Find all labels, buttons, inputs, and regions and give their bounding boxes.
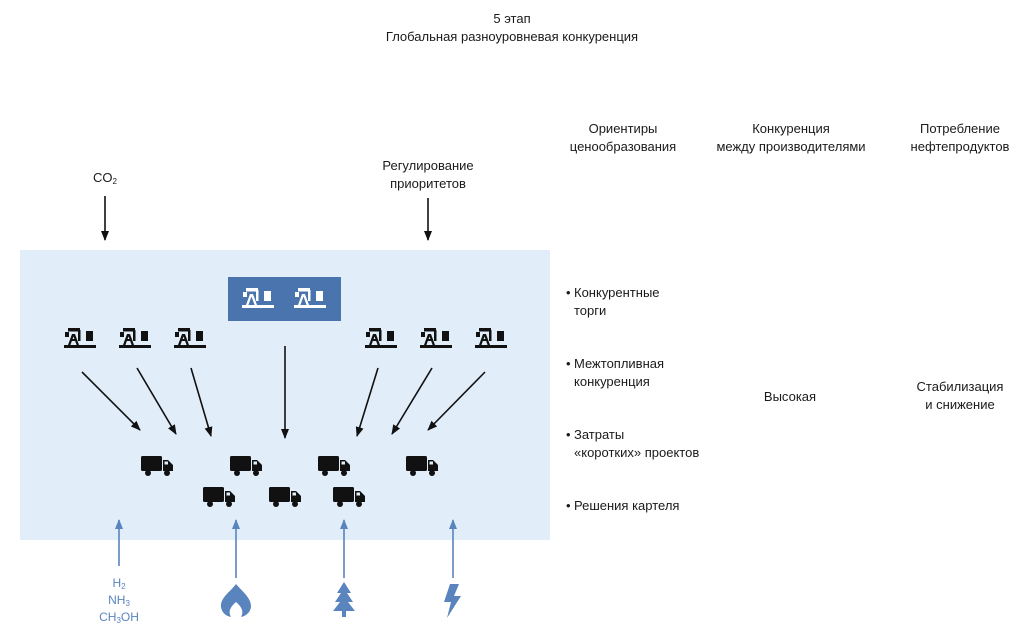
lightning-icon <box>444 584 461 618</box>
column-pricing-line2: ценообразования <box>569 139 677 154</box>
methanol-sub: 3 <box>116 616 121 625</box>
producer-pumps <box>64 328 507 348</box>
tree-icon <box>333 582 355 617</box>
truck-icon <box>141 456 173 476</box>
factor-cartel-decisions: Решения картеля <box>566 497 679 515</box>
oil-pump-icon <box>475 328 507 348</box>
column-competition-line1: Конкуренция <box>752 121 830 136</box>
co2-sub: 2 <box>112 177 117 186</box>
methanol-a: CH <box>99 610 117 624</box>
ammonia-main: NH <box>108 593 126 607</box>
methanol-label: CH3OH <box>84 609 154 626</box>
competition-value: Высокая <box>763 389 817 404</box>
diagram-title: 5 этап Глобальная разноуровневая конкуре… <box>312 10 712 46</box>
regulation-line1: Регулирование <box>382 158 474 173</box>
stage-label: 5 этап <box>493 11 531 26</box>
column-consumption-line2: нефтепродуктов <box>910 139 1010 154</box>
oil-pump-icon <box>242 288 274 308</box>
oil-pump-icon <box>294 288 326 308</box>
hydrogen-label: H2 <box>84 575 154 592</box>
factor-1-line1: Конкурентные <box>574 285 660 300</box>
factor-4-line1: Решения картеля <box>574 498 680 513</box>
truck-icon <box>230 456 262 476</box>
factor-short-project-costs: Затраты «коротких» проектов <box>566 426 699 462</box>
consumption-value: Стабилизация и снижение <box>895 378 1024 414</box>
truck-icon <box>203 487 235 507</box>
factor-interfuel-competition: Межтопливная конкуренция <box>566 355 664 391</box>
truck-icon <box>269 487 301 507</box>
truck-icon <box>333 487 365 507</box>
column-competition: Конкуренция между производителями <box>706 120 876 156</box>
co2-main: CO <box>93 170 113 185</box>
factor-2-line1: Межтопливная <box>574 356 665 371</box>
alt-fuel-arrows <box>115 519 457 578</box>
factor-1-line2: торги <box>574 303 607 318</box>
factor-3-line2: «коротких» проектов <box>574 445 700 460</box>
column-competition-line2: между производителями <box>716 139 866 154</box>
hydrogen-sub: 2 <box>121 582 126 591</box>
regulation-label: Регулирование приоритетов <box>368 157 488 193</box>
regulation-line2: приоритетов <box>390 176 466 191</box>
hydrogen-main: H <box>112 576 122 590</box>
oil-pump-icon <box>365 328 397 348</box>
consumer-trucks <box>141 456 438 507</box>
factor-competitive-tenders: Конкурентные торги <box>566 284 660 320</box>
truck-icon <box>406 456 438 476</box>
oil-pump-icon <box>420 328 452 348</box>
truck-icon <box>318 456 350 476</box>
consumption-value-line1: Стабилизация <box>916 379 1004 394</box>
consumption-value-line2: и снижение <box>925 397 995 412</box>
column-pricing-line1: Ориентиры <box>588 121 658 136</box>
column-pricing: Ориентиры ценообразования <box>538 120 708 156</box>
cartel-pumps <box>242 288 326 308</box>
flame-icon <box>220 584 251 617</box>
ammonia-label: NH3 <box>84 592 154 609</box>
oil-pump-icon <box>64 328 96 348</box>
oil-pump-icon <box>119 328 151 348</box>
factor-3-line1: Затраты <box>574 427 625 442</box>
column-consumption-line1: Потребление <box>920 121 1000 136</box>
stage-subtitle: Глобальная разноуровневая конкуренция <box>385 29 639 44</box>
methanol-b: OH <box>120 610 139 624</box>
ammonia-sub: 3 <box>125 599 130 608</box>
column-consumption: Потребление нефтепродуктов <box>875 120 1024 156</box>
alt-fuel-chemicals: H2 NH3 CH3OH <box>84 575 154 626</box>
supply-arrows <box>81 346 486 439</box>
co2-label: CO2 <box>93 169 117 187</box>
factor-2-line2: конкуренция <box>574 374 650 389</box>
oil-pump-icon <box>174 328 206 348</box>
